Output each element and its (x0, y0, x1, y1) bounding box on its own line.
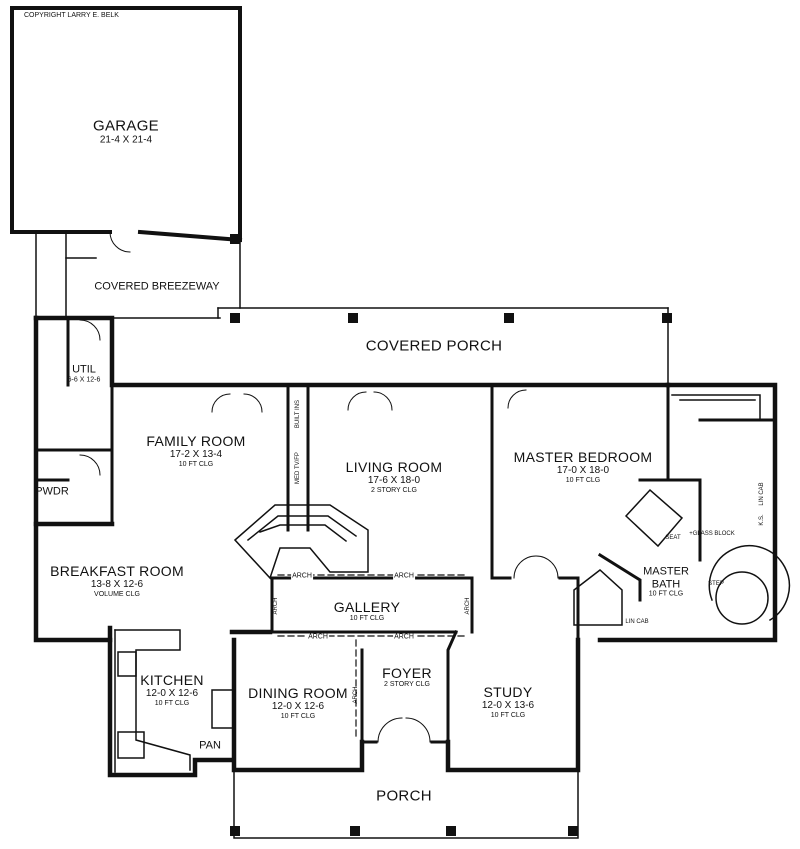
room-name: FOYER (382, 664, 432, 681)
room-name: GARAGE (93, 117, 159, 135)
kitchen-counters (114, 629, 235, 773)
lin-cab-label: LIN CAB (759, 482, 765, 506)
arch-label: ARCH (273, 597, 279, 615)
room-dims: 6-6 X 12-6 (67, 376, 101, 384)
room-master-bath: MASTER BATH 10 FT CLG (643, 565, 689, 598)
room-porch: PORCH (376, 787, 432, 804)
room-name: COVERED PORCH (365, 337, 503, 355)
room-ceiling: 10 FT CLG (349, 615, 385, 623)
room-ceiling: 10 FT CLG (565, 476, 601, 484)
room-name: FAMILY ROOM (146, 433, 246, 450)
room-name: UTIL (72, 363, 96, 376)
step-label: STEP (708, 581, 724, 587)
room-dims: 12-0 X 12-6 (271, 701, 325, 713)
seat-label: SEAT (665, 535, 681, 541)
room-dims: 13-8 X 12-6 (90, 579, 144, 591)
built-ins-label: BUILT INS (295, 399, 301, 429)
room-dims: 21-4 X 21-4 (99, 134, 153, 146)
room-name: COVERED BREEZEWAY (94, 280, 220, 293)
room-name: GALLERY (333, 598, 401, 615)
room-dims: 17-6 X 18-0 (367, 475, 421, 487)
room-pantry: PAN (199, 740, 221, 753)
lin-cab-label: LIN CAB (625, 619, 649, 625)
room-name: BREAKFAST ROOM (50, 563, 184, 580)
room-dims: 12-0 X 13-6 (481, 700, 535, 712)
porch-posts (230, 234, 672, 836)
room-name: STUDY (483, 684, 533, 701)
room-ceiling: 10 FT CLG (280, 712, 316, 720)
room-name-2: BATH (651, 577, 681, 590)
room-name: KITCHEN (140, 672, 204, 689)
master-bath-fixtures (573, 394, 791, 626)
room-gallery: GALLERY 10 FT CLG (334, 599, 400, 623)
room-breezeway: COVERED BREEZEWAY (94, 281, 219, 294)
room-name: PAN (199, 739, 221, 752)
room-breakfast: BREAKFAST ROOM 13-8 X 12-6 VOLUME CLG (50, 563, 184, 599)
arch-label: ARCH (465, 597, 471, 615)
room-dims: 12-0 X 12-6 (145, 688, 199, 700)
room-util: UTIL 6-6 X 12-6 (68, 364, 101, 385)
room-master-bedroom: MASTER BEDROOM 17-0 X 18-0 10 FT CLG (514, 449, 653, 485)
room-ceiling: 10 FT CLG (490, 711, 526, 719)
room-ceiling: 10 FT CLG (648, 590, 684, 598)
room-dims: 17-0 X 18-0 (556, 465, 610, 477)
room-study: STUDY 12-0 X 13-6 10 FT CLG (482, 684, 534, 720)
room-name: MASTER BEDROOM (513, 449, 653, 466)
copyright-text: COPYRIGHT LARRY E. BELK (24, 12, 119, 19)
room-ceiling: 10 FT CLG (154, 699, 190, 707)
room-name: MASTER (643, 565, 689, 578)
arch-label: ARCH (291, 572, 313, 580)
front-porch-outline (233, 769, 579, 839)
room-ceiling: 10 FT CLG (178, 460, 214, 468)
room-living: LIVING ROOM 17-6 X 18-0 2 STORY CLG (346, 459, 443, 495)
room-name: DINING ROOM (248, 685, 348, 702)
room-name: LIVING ROOM (345, 459, 443, 476)
staircase (233, 504, 369, 580)
arch-label: ARCH (393, 633, 415, 641)
room-family: FAMILY ROOM 17-2 X 13-4 10 FT CLG (146, 433, 245, 469)
room-kitchen: KITCHEN 12-0 X 12-6 10 FT CLG (140, 672, 204, 708)
glass-block-label: +GLASS BLOCK (689, 531, 735, 537)
arch-label: ARCH (307, 633, 329, 641)
ks-label: K.S. (759, 514, 765, 526)
room-ceiling: VOLUME CLG (94, 590, 140, 598)
arch-label: ARCH (353, 686, 359, 704)
room-name: PWDR (35, 485, 69, 498)
garage-walls (10, 6, 243, 243)
arch-label: ARCH (393, 572, 415, 580)
room-garage: GARAGE 21-4 X 21-4 (93, 118, 159, 147)
room-foyer: FOYER 2 STORY CLG (382, 665, 432, 689)
room-ceiling: 2 STORY CLG (384, 681, 430, 689)
room-pwdr: PWDR (35, 486, 69, 499)
room-name: PORCH (376, 787, 432, 805)
room-dims: 17-2 X 13-4 (169, 449, 223, 461)
media-label: MED TV/FP (295, 452, 301, 484)
breezeway-walls (35, 231, 241, 319)
interior-walls (34, 316, 777, 744)
door-swings (79, 231, 559, 743)
room-dining: DINING ROOM 12-0 X 12-6 10 FT CLG (248, 685, 348, 721)
room-ceiling: 2 STORY CLG (371, 486, 417, 494)
room-covered-porch: COVERED PORCH (366, 337, 502, 354)
